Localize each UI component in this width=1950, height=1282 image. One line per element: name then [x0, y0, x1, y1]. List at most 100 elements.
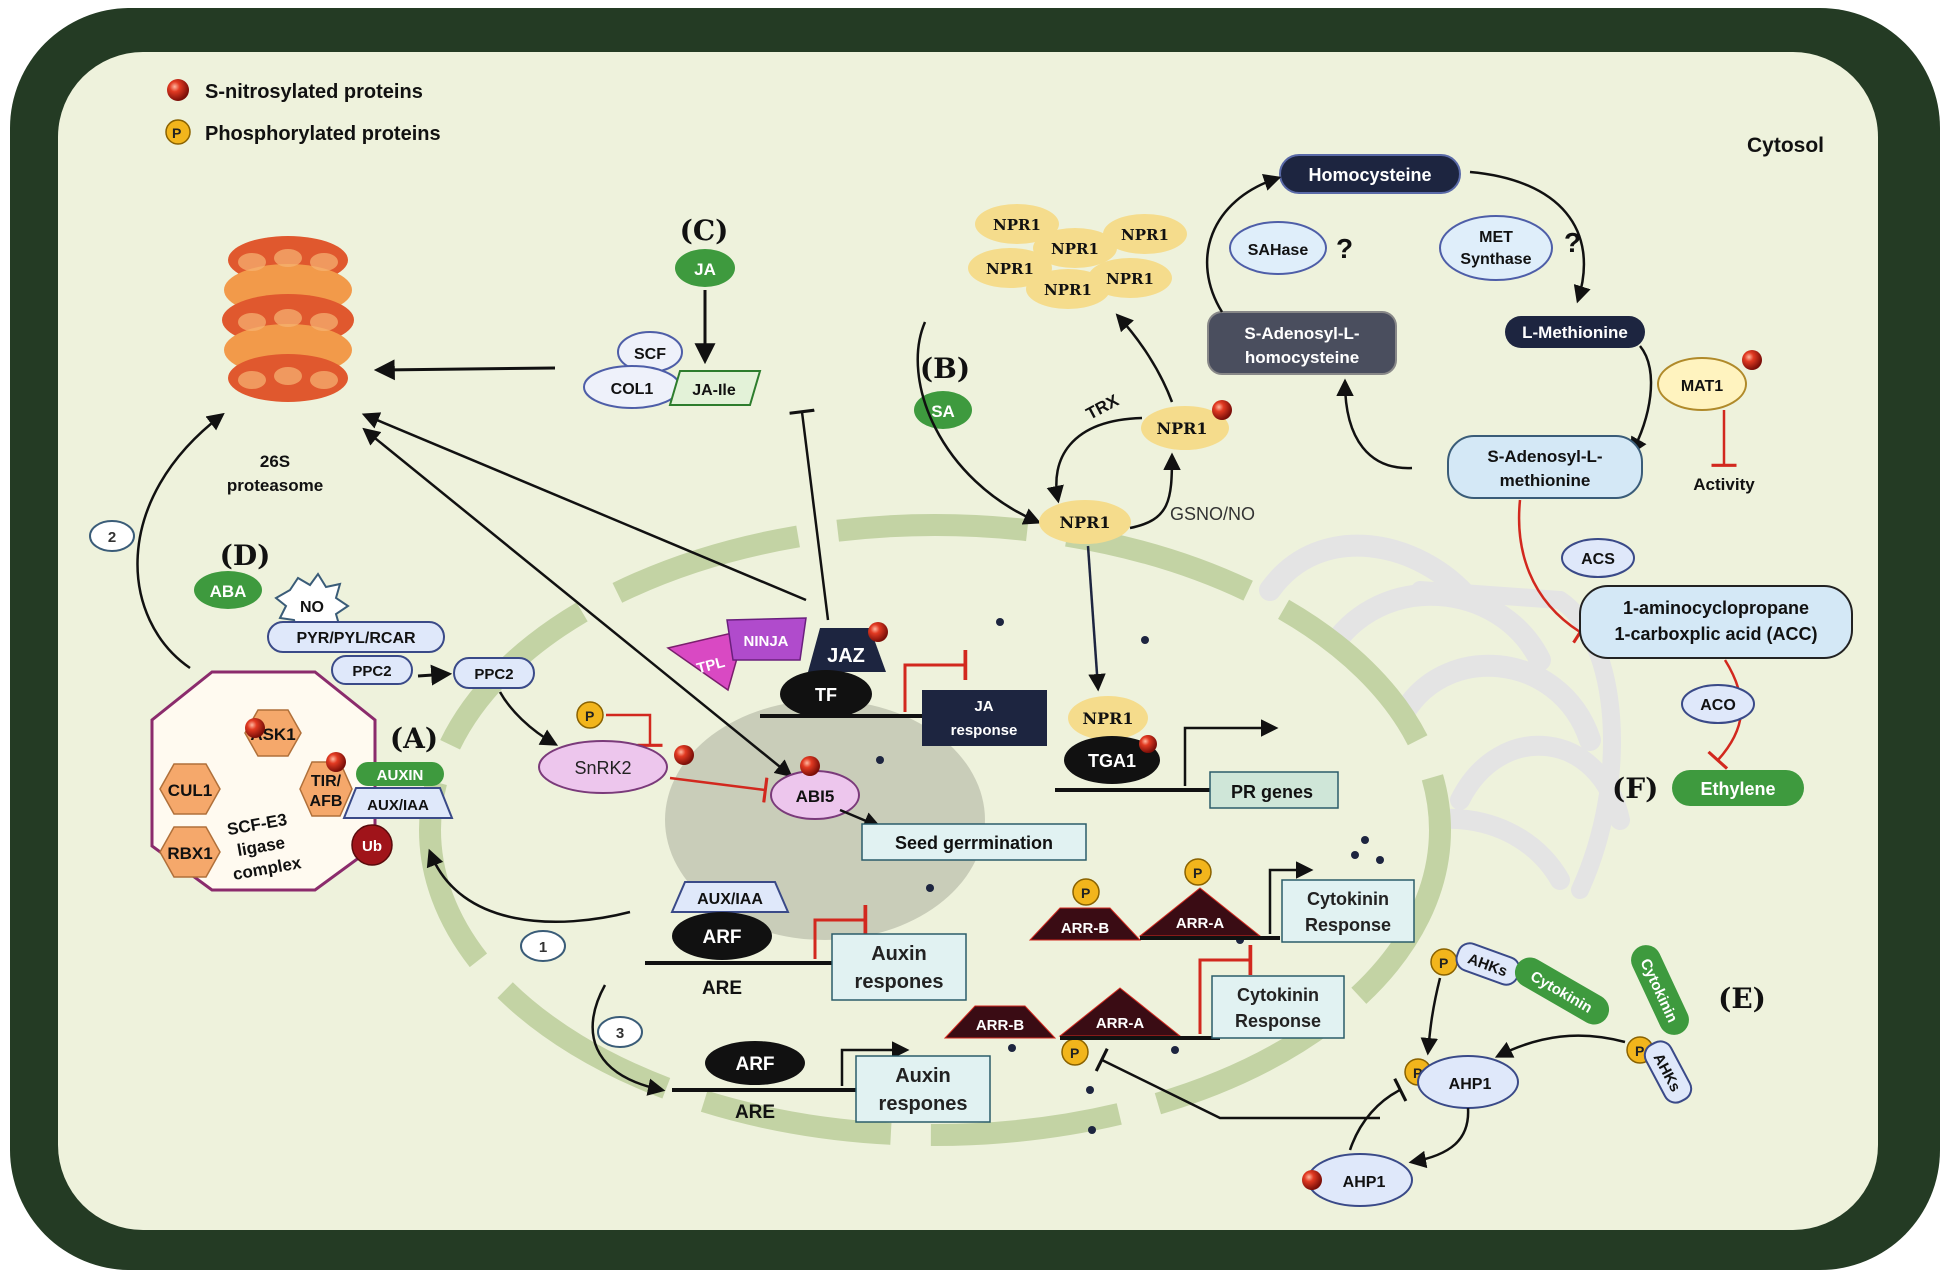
npr1-to-oligomer-arrow [1115, 313, 1174, 403]
abi5-snitro-icon [800, 756, 820, 776]
cytokinin-response-text-1b: Response [1305, 915, 1391, 935]
npr1-oligomer-text-3: NPR1 [1121, 226, 1169, 244]
rbx1-text: RBX1 [167, 844, 212, 863]
sah-text-2: homocysteine [1245, 348, 1359, 367]
panel-d-label: (D) [220, 539, 271, 572]
npr1-monomer-shape [1039, 500, 1131, 544]
npr1-oligomer-6 [1088, 258, 1172, 298]
panel-a-label: (A) [390, 722, 438, 755]
panel-c-label: (C) [680, 214, 729, 247]
npr1-oligomer-2 [1033, 228, 1117, 268]
pr-promoter-arrow [1183, 719, 1279, 786]
arra-1-phospho-symbol: P [1193, 865, 1202, 881]
cytokinin-response-text-2a: Cytokinin [1237, 985, 1319, 1005]
npr1-monomer-text: NPR1 [1059, 513, 1110, 532]
npr1-oligomer-4 [968, 248, 1052, 288]
ppc2-free-box [453, 657, 535, 689]
ahp1-snitro-icon [1302, 1170, 1322, 1190]
aco-text: ACO [1700, 697, 1736, 714]
trx-arrow [1046, 416, 1143, 504]
aco-shape [1681, 684, 1755, 724]
auxiaa-complex-text: AUX/IAA [367, 797, 429, 814]
met-synthase-question: ? [1564, 227, 1581, 258]
panel-e-label: (E) [1718, 982, 1766, 1015]
npr1-oligomer-text-1: NPR1 [993, 216, 1041, 234]
sahase-question: ? [1336, 233, 1353, 264]
col1-text: COL1 [611, 381, 654, 398]
rbx1-shape [159, 826, 221, 878]
mat1-shape [1657, 357, 1747, 411]
snrk2-autoinhibit [606, 713, 663, 747]
sam-box [1447, 435, 1643, 499]
ahk-1-to-ahp1-arrow [1420, 977, 1442, 1056]
met-synthase-text-2: Synthase [1460, 251, 1531, 268]
auxiaa-nuclear-text: AUX/IAA [697, 891, 763, 908]
legend: S-nitrosylated proteins P Phosphorylated… [165, 79, 441, 145]
panel-b-label: (B) [920, 352, 970, 385]
arrb-1-shape [1028, 907, 1142, 941]
met-synthase-text-1: MET [1479, 229, 1513, 246]
npr1-oligomer-text-6: NPR1 [1106, 270, 1154, 288]
step-2-text: 2 [108, 529, 116, 546]
ja-response-box [922, 690, 1047, 746]
sam-to-acc-inhibit [1517, 499, 1589, 644]
step-2-badge [89, 520, 135, 552]
snrk2-phospho-symbol: P [585, 708, 594, 724]
cul1-shape [159, 763, 221, 815]
arrb-2-shape [943, 1005, 1057, 1039]
acc-text-2: 1-carboxplic acid (ACC) [1614, 624, 1817, 644]
sahase-shape [1229, 221, 1327, 275]
sah-box [1207, 311, 1397, 375]
snitro-legend-label: S-nitrosylated proteins [205, 81, 423, 103]
cytokinin-response-box-1 [1281, 879, 1415, 943]
pyr-text: PYR/PYL/RCAR [296, 630, 416, 647]
proteasome-26s: 26S proteasome [222, 236, 354, 495]
sam-text-1: S-Adenosyl-L- [1487, 447, 1602, 466]
npr1-oligomer: NPR1 NPR1 NPR1 NPR1 NPR1 NPR1 [968, 204, 1187, 309]
endomembrane [1259, 534, 1630, 969]
ahp1-phospho-symbol: P [1413, 1065, 1422, 1081]
tf-shape [780, 670, 872, 718]
scf-to-proteasome-arrow [136, 412, 225, 670]
auxin-response-text-2a: Auxin [895, 1065, 951, 1087]
sa-pill [914, 391, 972, 429]
aba-to-seed-arrow [362, 427, 793, 778]
auxin-response-text-1a: Auxin [871, 943, 927, 965]
cul1-text: CUL1 [168, 781, 212, 800]
methionine-cycle: Homocysteine SAHase ? MET Synthase ? L-M… [1205, 154, 1853, 806]
auxin-pill [356, 762, 444, 786]
snrk2-phospho-icon [576, 701, 604, 729]
arra-2-phospho-symbol: P [1070, 1045, 1079, 1061]
ja-response-text-1: JA [974, 698, 993, 715]
aba-text: ABA [210, 582, 247, 601]
phospho-legend-icon [165, 119, 191, 145]
arrb-1-phospho-icon [1072, 878, 1100, 906]
arrb-1-text: ARR-B [1061, 920, 1109, 937]
snrk2-text: SnRK2 [574, 758, 631, 778]
mat1-text: MAT1 [1681, 378, 1723, 395]
npr1-snitro-icon [1212, 400, 1232, 420]
sa-to-npr1-arrow [916, 321, 1042, 525]
arf-free-shape [705, 1041, 805, 1085]
acc-text-1: 1-aminocyclopropane [1623, 598, 1809, 618]
seed-germination-text: Seed gerrmination [895, 833, 1053, 853]
tir-afb-text-2: AFB [310, 793, 343, 810]
snrk2-shape [538, 740, 668, 794]
ja-promoter-inhibit [903, 650, 968, 712]
arrb-2-text: ARR-B [976, 1017, 1024, 1034]
seed-germination-box [861, 823, 1087, 861]
tir-snitro-icon [326, 752, 346, 772]
proteasome-icon [222, 236, 354, 402]
jaile-shape [668, 370, 762, 406]
ninja-text: NINJA [743, 633, 788, 650]
arf-bound-shape [672, 912, 772, 960]
ja-text: JA [694, 260, 716, 279]
arf-bound-text: ARF [702, 927, 741, 948]
step-1-badge [520, 930, 566, 962]
lmethionine-text: L-Methionine [1522, 323, 1628, 342]
ppc2-bound-box [331, 655, 413, 685]
tf-text: TF [815, 685, 837, 705]
step-3-badge [597, 1016, 643, 1048]
ahp1-to-arr-inhibit [1094, 1047, 1380, 1120]
